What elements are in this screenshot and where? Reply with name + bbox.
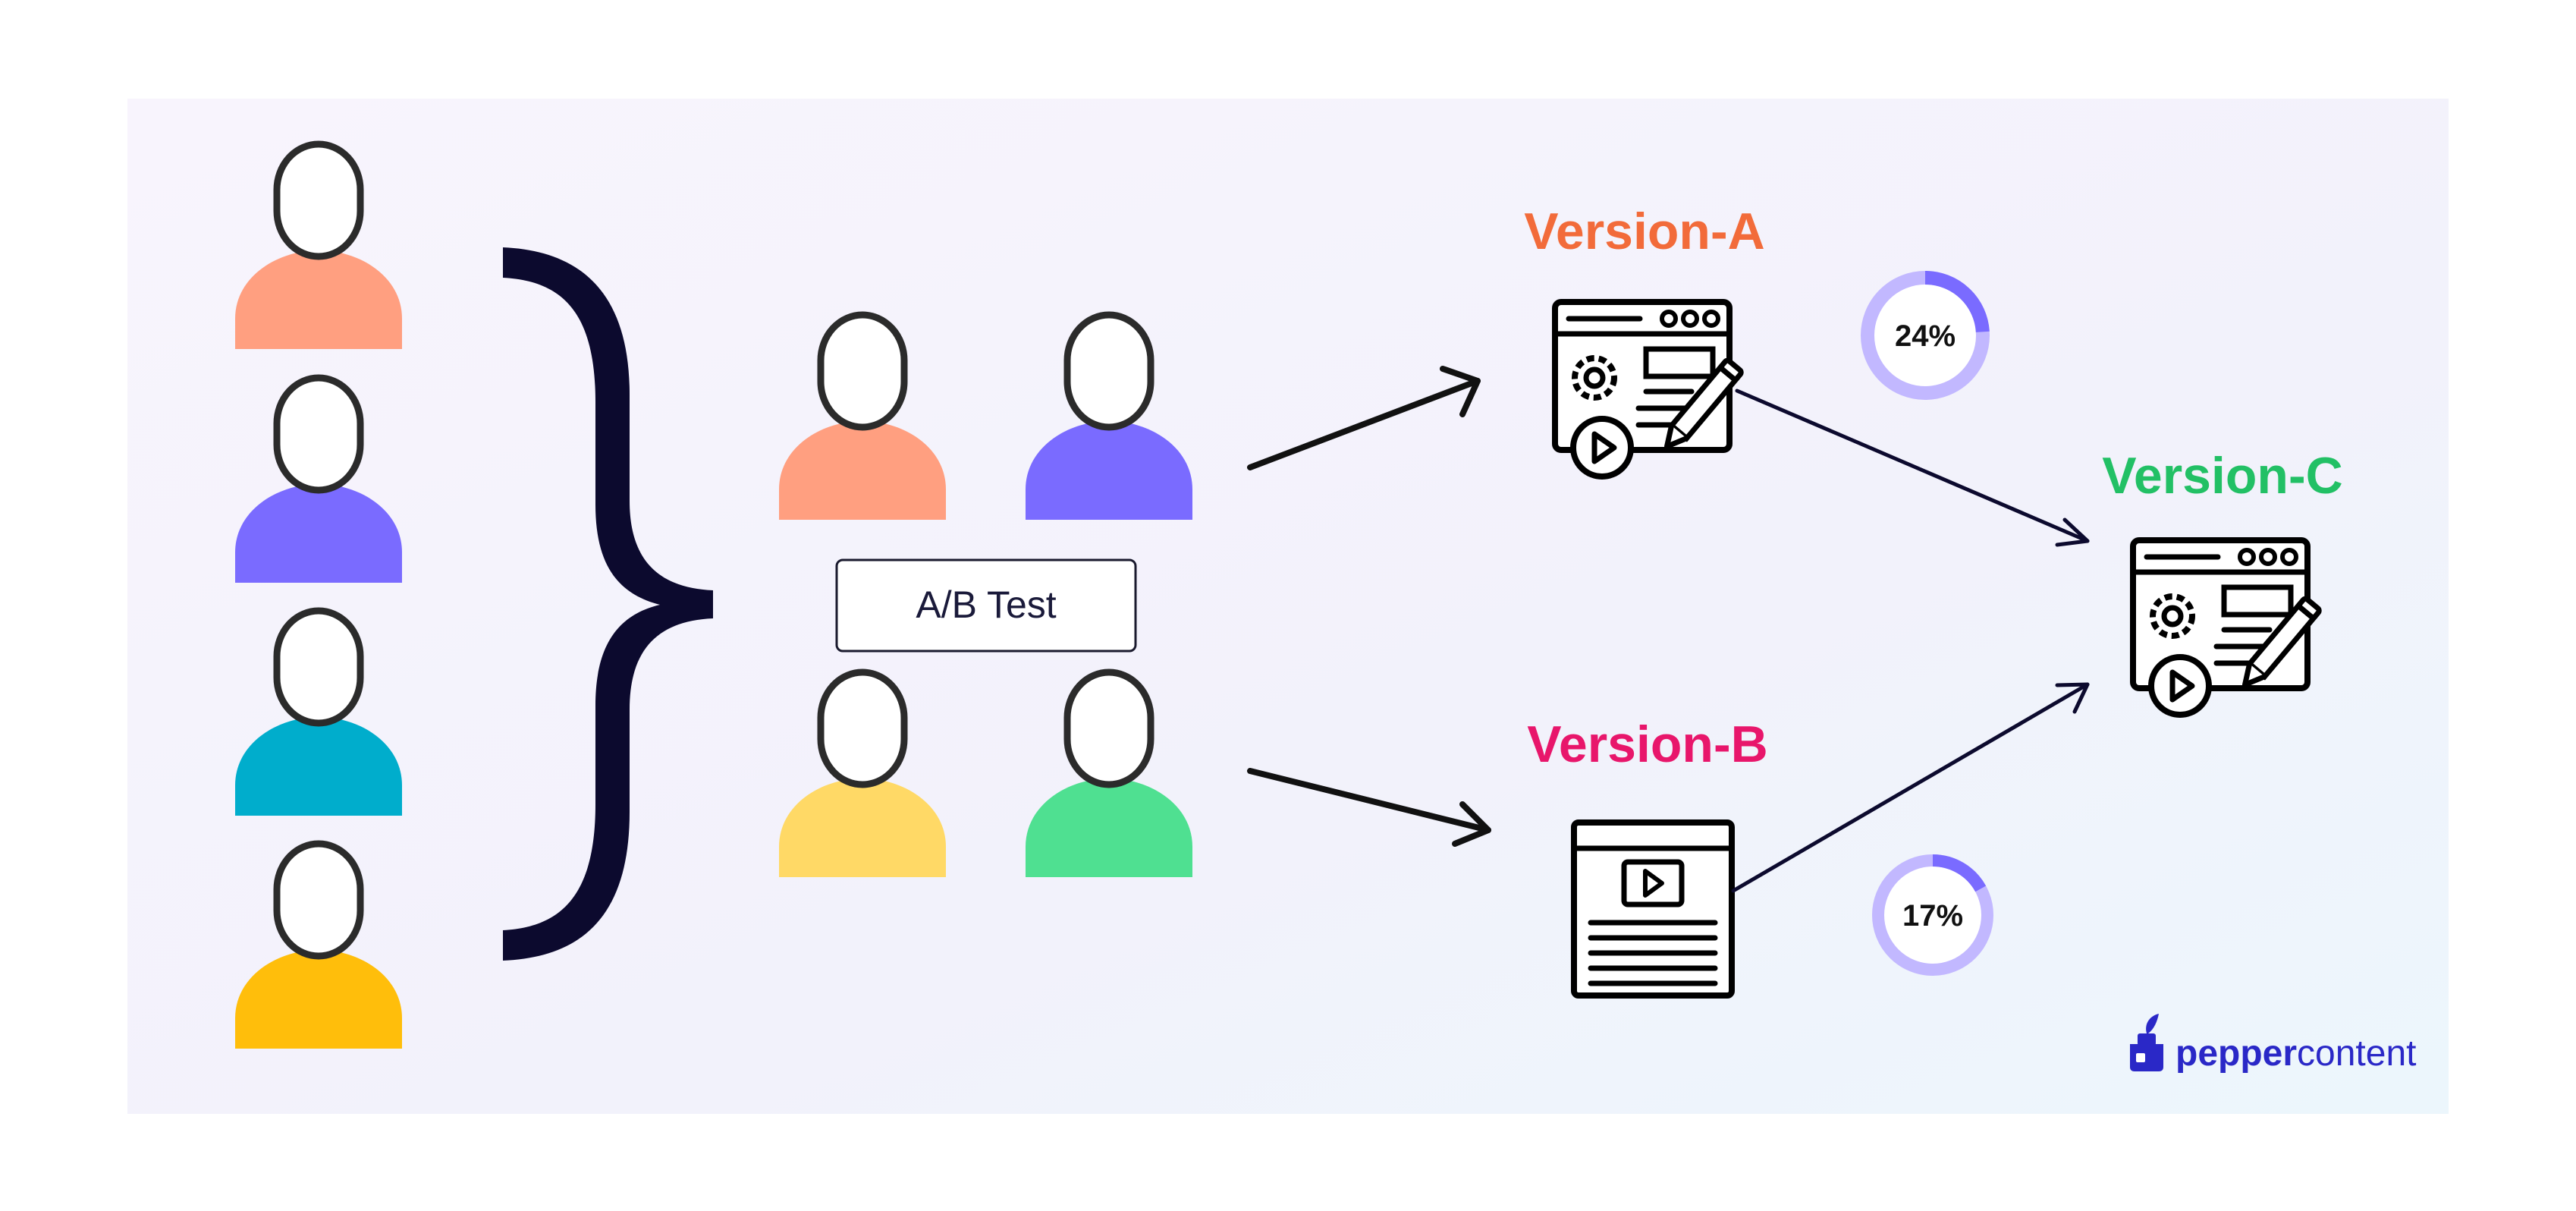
rate-a-label: 24% xyxy=(1895,319,1956,353)
diagram-background xyxy=(127,99,2449,1114)
ab-test-label: A/B Test xyxy=(916,583,1056,626)
version-a-title: Version-A xyxy=(1524,203,1764,260)
version-c-title: Version-C xyxy=(2102,447,2342,505)
rate-ring-b-fill xyxy=(1872,854,1993,976)
ab-test-box xyxy=(835,558,1137,653)
brand-wordmark: peppercontent xyxy=(2175,1033,2416,1074)
brand-logo xyxy=(2130,1014,2163,1071)
brand-wordmark-content: content xyxy=(2297,1033,2416,1074)
pepper-logo-icon xyxy=(2130,1044,2163,1071)
version-a-webpage-icon xyxy=(1555,302,1742,477)
arrow-a-to-c xyxy=(1735,388,2090,547)
arrow-to-version-a xyxy=(1247,366,1481,470)
rate-ring-b: 17% xyxy=(1872,854,1993,976)
rate-ring-a: 24% xyxy=(1861,271,1990,400)
arrow-b-to-c xyxy=(1731,682,2090,893)
curly-brace-icon xyxy=(503,247,713,961)
brand-wordmark-pepper: pepper xyxy=(2175,1033,2297,1074)
version-b-article-icon xyxy=(1571,819,1735,999)
version-b-title: Version-B xyxy=(1527,716,1767,773)
version-c-webpage-icon xyxy=(2133,540,2320,715)
rate-ring-a-fill xyxy=(1861,271,1990,400)
rate-b-label: 17% xyxy=(1902,899,1963,933)
arrow-to-version-b xyxy=(1247,768,1491,847)
